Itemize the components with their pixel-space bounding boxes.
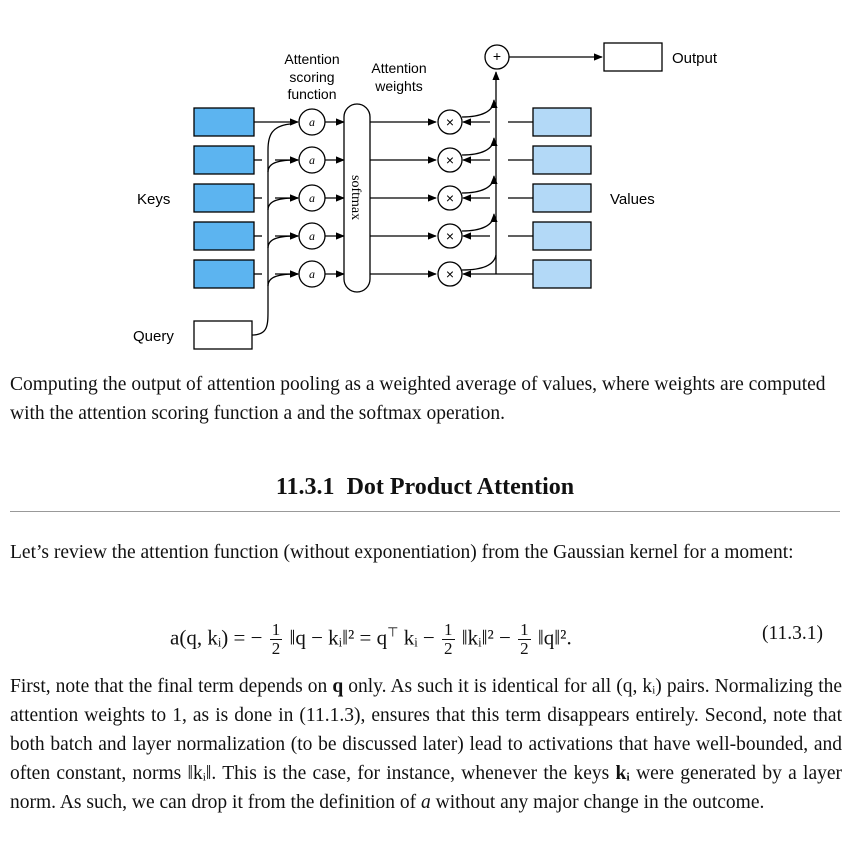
key-box xyxy=(193,259,255,289)
plus-symbol: + xyxy=(493,48,501,64)
product-to-sum xyxy=(461,213,498,232)
scoring-symbol: a xyxy=(309,115,315,129)
query-box xyxy=(193,320,253,350)
scoring-label-3: function xyxy=(287,86,336,102)
multiply-symbol: × xyxy=(446,152,454,168)
key-box xyxy=(193,221,255,251)
multiply-symbol: × xyxy=(446,114,454,130)
multiply-symbol: × xyxy=(446,228,454,244)
key-box xyxy=(193,183,255,213)
product-to-sum-last xyxy=(461,254,497,271)
output-label: Output xyxy=(672,50,718,67)
eq-term-4: ‖q‖². xyxy=(537,625,572,650)
scoring-symbol: a xyxy=(309,153,315,167)
output-box xyxy=(603,42,663,72)
equation-number: (11.3.1) xyxy=(762,623,824,644)
values-label: Values xyxy=(610,191,655,208)
value-box xyxy=(532,183,592,213)
product-to-sum xyxy=(461,99,498,118)
eq-transpose: ⊤ xyxy=(387,624,399,640)
product-to-sum xyxy=(461,175,498,194)
symbol-norm: ‖kᵢ‖ xyxy=(187,763,212,784)
multiply-circle xyxy=(437,109,463,135)
multiply-circle xyxy=(437,147,463,173)
weights-label-1: Attention xyxy=(371,60,426,76)
paragraph-intro: Let’s review the attention function (wit… xyxy=(10,542,794,563)
eq-lhs: a(q, kᵢ) = − xyxy=(170,625,263,650)
query-branch xyxy=(267,270,299,287)
softmax-box xyxy=(343,103,371,293)
eq-term-2: kᵢ − xyxy=(403,625,435,650)
scoring-label-1: Attention xyxy=(284,51,339,67)
query-branch xyxy=(267,232,299,249)
value-box xyxy=(532,107,592,137)
multiply-circle xyxy=(437,185,463,211)
section-number: 11.3.1 xyxy=(275,474,335,500)
symbol-a: a xyxy=(421,792,431,813)
query-label: Query xyxy=(133,328,174,345)
paragraph-explanation: First, note that the final term depends … xyxy=(10,676,843,813)
key-box xyxy=(193,145,255,175)
eq-term-1: ‖q − kᵢ‖² = q xyxy=(289,625,388,650)
value-box xyxy=(532,259,592,289)
section-title: Dot Product Attention xyxy=(346,474,575,500)
query-branch xyxy=(267,156,299,173)
query-route xyxy=(251,123,291,336)
weights-label-2: weights xyxy=(374,78,422,94)
scoring-symbol: a xyxy=(309,191,315,205)
key-box xyxy=(193,107,255,137)
attention-pooling-diagram: Keys Query Values Output Attention scori… xyxy=(133,42,718,350)
multiply-circle xyxy=(437,261,463,287)
multiply-symbol: × xyxy=(446,266,454,282)
keys-label: Keys xyxy=(137,191,170,208)
scoring-label-2: scoring xyxy=(289,69,334,85)
scoring-symbol: a xyxy=(309,267,315,281)
softmax-label: softmax xyxy=(348,175,363,220)
product-to-sum xyxy=(461,137,498,156)
multiply-circle xyxy=(437,223,463,249)
symbol-ki: kᵢ xyxy=(615,763,630,784)
symbol-q: q xyxy=(332,676,344,697)
query-branch xyxy=(267,194,299,211)
section-heading: 11.3.1 Dot Product Attention xyxy=(0,474,850,501)
symbol-pair: (q, kᵢ) xyxy=(616,676,662,697)
section-divider xyxy=(10,511,840,512)
scoring-symbol: a xyxy=(309,229,315,243)
value-box xyxy=(532,221,592,251)
eq-term-3: ‖kᵢ‖² − xyxy=(461,625,511,650)
value-box xyxy=(532,145,592,175)
multiply-symbol: × xyxy=(446,190,454,206)
figure-caption: Computing the output of attention poolin… xyxy=(10,374,826,424)
